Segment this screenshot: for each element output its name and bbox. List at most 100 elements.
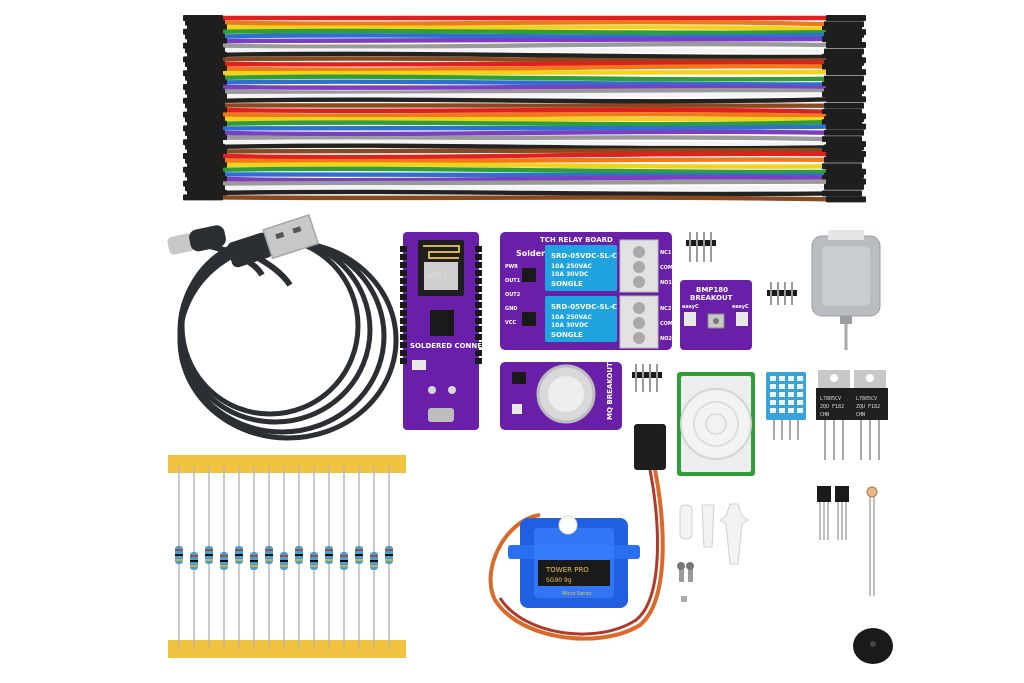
regulator-1-label-2: ZQU F182	[820, 404, 844, 410]
wire-connector-left	[183, 97, 223, 104]
usb-c-connector	[167, 225, 226, 255]
jumper-wire	[221, 175, 831, 183]
wire-connector-left	[187, 93, 227, 100]
resistor-band	[325, 554, 333, 556]
resistor-band	[310, 565, 318, 567]
label-vcc: VCC	[505, 320, 517, 326]
jumper-wires-bundle	[183, 15, 866, 203]
bmp180-easyc-right: easyC	[732, 304, 749, 310]
vent-hole	[770, 376, 776, 381]
wire-connector-left	[187, 176, 227, 182]
vent-hole	[797, 384, 803, 389]
regulator-2-label-3: CHN	[856, 412, 865, 418]
wire-connector-left	[185, 157, 225, 164]
resistor-band	[295, 549, 303, 551]
relay-2-brand: SONGLE	[551, 331, 583, 339]
wire-connector-left	[183, 194, 223, 201]
resistor-band	[235, 549, 243, 551]
wire-connector-left	[185, 88, 225, 95]
esp-pin-header-left	[400, 246, 407, 364]
wifi-antenna-trace	[423, 245, 460, 259]
resistor-band	[295, 554, 303, 556]
wire-connector-right	[822, 163, 862, 170]
wire-connector-left	[185, 171, 225, 178]
resistor-band	[280, 565, 288, 567]
pir-dome	[680, 388, 752, 460]
dht-vent-grid	[770, 376, 803, 413]
vent-hole	[788, 408, 794, 413]
relay-2-rating-1: 10A 250VAC	[551, 314, 592, 321]
wire-connector-right	[826, 178, 866, 185]
wire-connector-left	[187, 65, 227, 72]
relay-input-labels: PWR OUT1 OUT2 GND VCC	[505, 264, 521, 326]
header-pin	[400, 310, 407, 316]
vent-hole	[779, 384, 785, 389]
label-nc1: NC1	[660, 250, 672, 256]
wire-connector-left	[183, 153, 223, 159]
wire-connector-right	[822, 63, 862, 70]
jumper-wire	[221, 56, 831, 63]
servo-horns	[679, 503, 749, 565]
jumper-wire	[221, 172, 831, 178]
label-nc2: NC2	[660, 306, 672, 312]
jumper-wire	[221, 92, 831, 99]
resistor-band	[205, 559, 213, 561]
resistor-band	[370, 560, 378, 562]
wire-connector-left	[183, 28, 223, 35]
label-pwr: PWR	[505, 264, 518, 270]
vent-hole	[797, 392, 803, 397]
resistor-band	[205, 554, 213, 556]
header-pin	[400, 262, 407, 268]
resistor-band	[325, 559, 333, 561]
vent-hole	[770, 400, 776, 405]
bmp180-easyc-left: easyC	[682, 304, 699, 310]
header-pin	[400, 350, 407, 356]
servo-screws	[677, 562, 694, 602]
wire-connector-right	[824, 156, 864, 163]
header-pin	[475, 358, 482, 364]
jumper-wire	[221, 79, 831, 87]
vent-hole	[797, 400, 803, 405]
resistor-band	[355, 549, 363, 551]
resistor-band	[265, 554, 273, 556]
header-pin	[475, 334, 482, 340]
resistor-band	[235, 559, 243, 561]
jumper-wire	[221, 69, 831, 76]
esp-board-label: SOLDERED CONNECT	[410, 342, 492, 350]
header-pin	[400, 278, 407, 284]
header-pin	[400, 326, 407, 332]
vent-hole	[797, 376, 803, 381]
resistor-band	[355, 559, 363, 561]
relay-1-rating-1: 10A 250VAC	[551, 263, 592, 270]
wire-connector-right	[824, 75, 864, 82]
header-pin	[400, 254, 407, 260]
jumper-wire	[221, 139, 831, 147]
wire-connector-left	[187, 24, 227, 31]
resistor-band	[235, 554, 243, 556]
wire-connector-right	[826, 96, 866, 103]
wire-connector-left	[183, 180, 223, 187]
wire-connector-left	[183, 139, 223, 146]
jumper-wire	[221, 107, 831, 115]
voltage-regulator-1: L7805CV ZQU F182 CHN	[816, 370, 852, 460]
header-pin	[475, 326, 482, 332]
screw-terminals	[619, 239, 659, 349]
label-com1: COM1	[660, 265, 677, 271]
transistor-1	[817, 486, 831, 540]
bmp180-subtitle: BREAKOUT	[690, 294, 733, 302]
gas-board-title: MQ BREAKOUT	[606, 362, 614, 420]
jumper-wire	[221, 102, 831, 109]
transistor-2	[835, 486, 849, 540]
wire-connector-left	[185, 116, 225, 123]
wire-connector-left	[187, 162, 227, 169]
bmp180-board: BMP180 BREAKOUT easyC easyC	[680, 280, 752, 350]
vent-hole	[788, 400, 794, 405]
resistor-tape-bottom	[168, 640, 406, 658]
header-pin	[475, 310, 482, 316]
resistor-band	[250, 565, 258, 567]
buzzer	[853, 628, 893, 664]
header-pin	[475, 246, 482, 252]
header-pin	[400, 270, 407, 276]
wire-connector-left	[183, 84, 223, 90]
